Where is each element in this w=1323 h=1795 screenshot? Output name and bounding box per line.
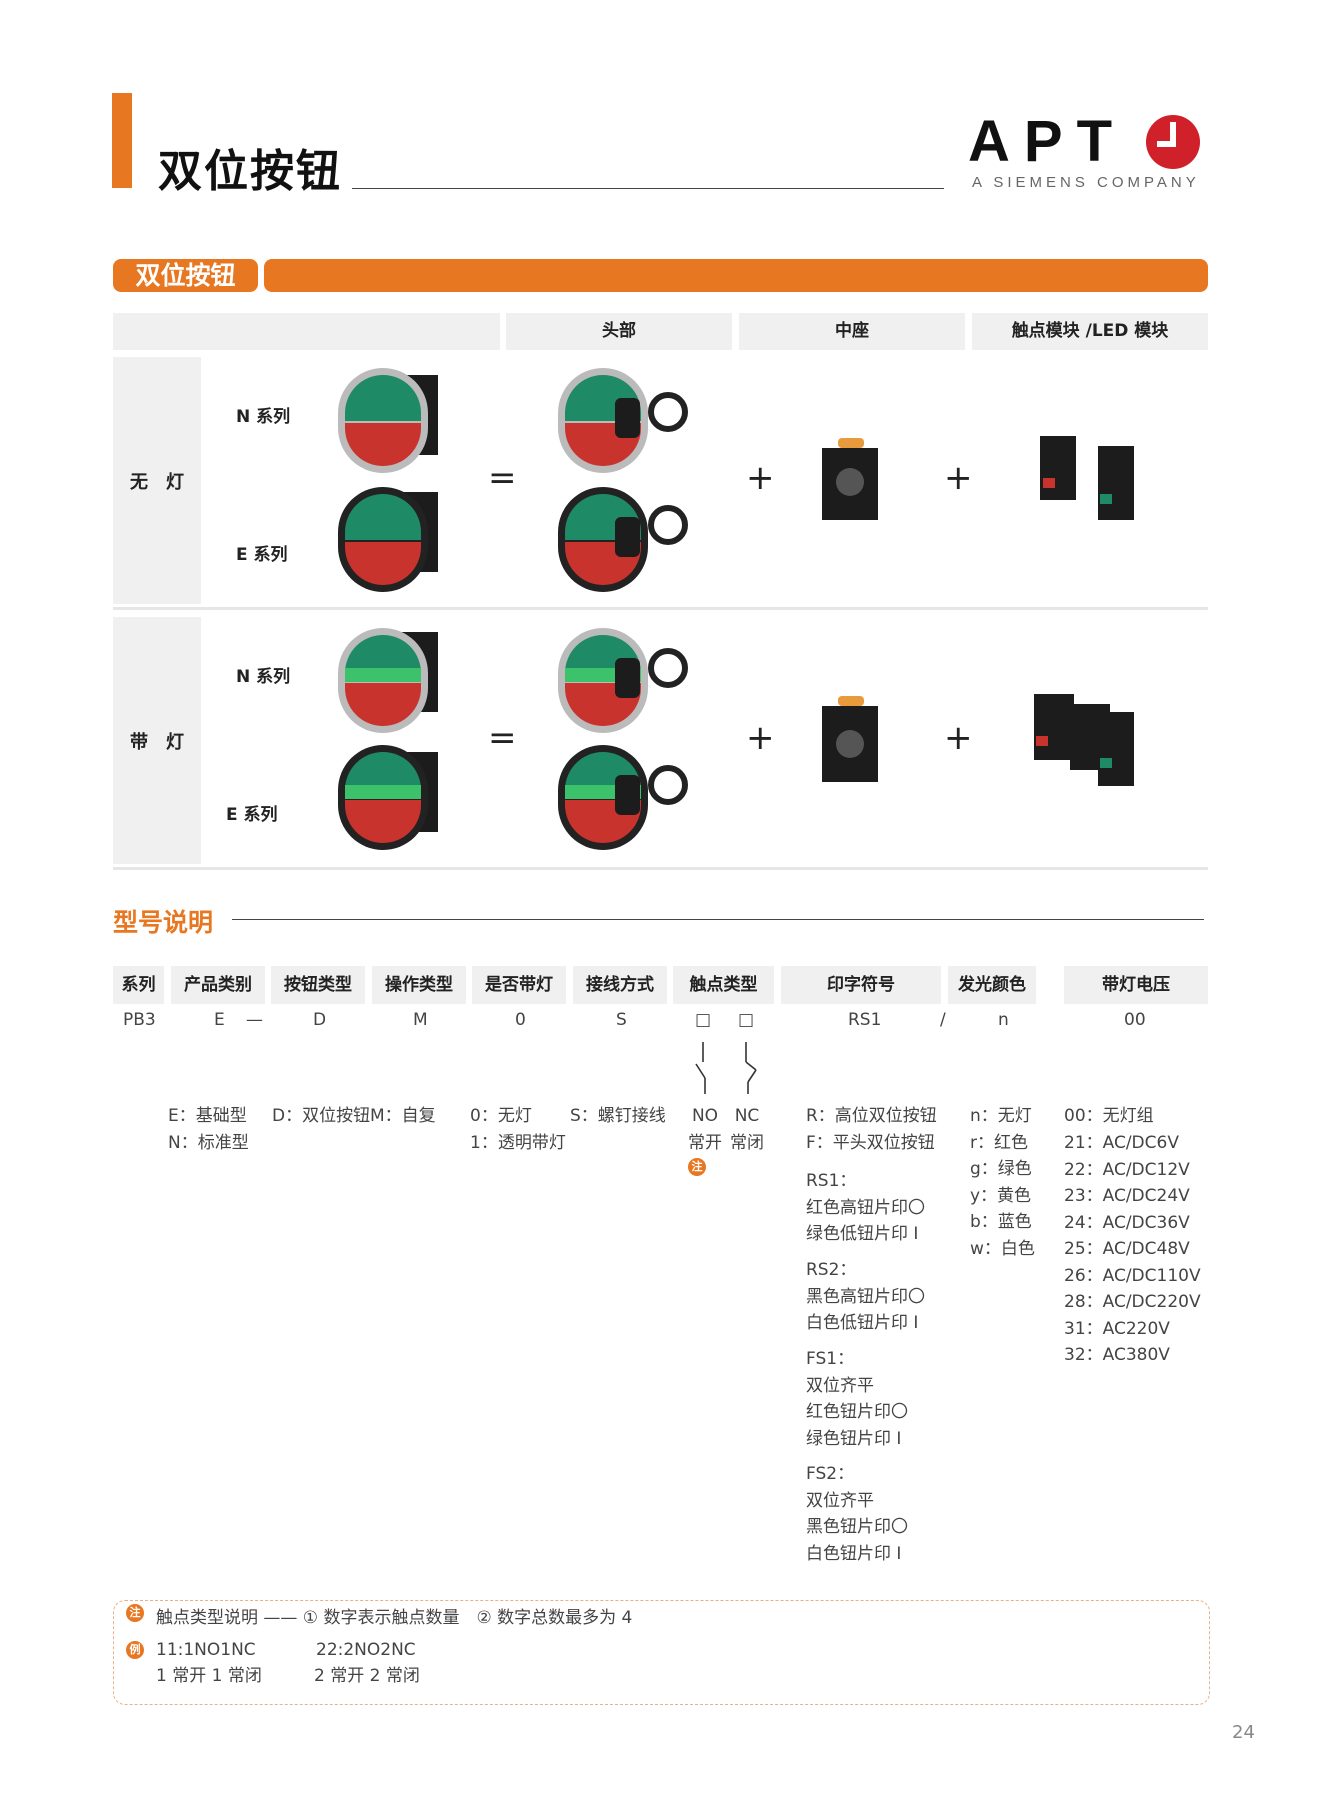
option-wiring: S：螺钉接线 bbox=[570, 1106, 666, 1126]
code-symbol: RS1 bbox=[848, 1010, 882, 1030]
series-label: N 系列 bbox=[236, 667, 291, 687]
example-code: 22:2NO2NC bbox=[316, 1640, 416, 1660]
model-header: 操作类型 bbox=[372, 966, 466, 1004]
option-voltage-list: 21：AC/DC6V 22：AC/DC12V 23：AC/DC24V 24：AC… bbox=[1064, 1133, 1201, 1365]
option-symbol-fs2: FS2： 双位齐平 黑色钮片印〇 白色钮片印 I bbox=[806, 1464, 908, 1564]
model-header: 是否带灯 bbox=[472, 966, 566, 1004]
code-contact-a: □ bbox=[695, 1010, 712, 1030]
equals-sign: = bbox=[488, 718, 517, 758]
code-lamp: 0 bbox=[515, 1010, 526, 1030]
note-badge-icon: 注 bbox=[688, 1158, 706, 1176]
plus-sign: + bbox=[944, 718, 973, 758]
code-series: PB3 bbox=[123, 1010, 156, 1030]
section-title: 双位按钮 bbox=[113, 259, 258, 292]
option-voltage-none: 00：无灯组 bbox=[1064, 1106, 1154, 1126]
model-section-title: 型号说明 bbox=[113, 908, 214, 937]
example-text: 1 常开 1 常闭 bbox=[156, 1666, 262, 1686]
column-header-empty bbox=[113, 313, 500, 350]
option-symbol-rs1: RS1： 红色高钮片印〇 绿色低钮片印 I bbox=[806, 1171, 925, 1244]
model-header: 产品类别 bbox=[171, 966, 265, 1004]
brand-logo: APT bbox=[968, 109, 1126, 174]
row-divider bbox=[113, 867, 1208, 870]
column-header-head: 头部 bbox=[506, 313, 732, 350]
column-header-contact: 触点模块 /LED 模块 bbox=[972, 313, 1208, 350]
code-color: n bbox=[998, 1010, 1009, 1030]
option-button: D：双位按钮 bbox=[272, 1106, 371, 1126]
column-header-base: 中座 bbox=[739, 313, 965, 350]
page-title: 双位按钮 bbox=[158, 146, 342, 197]
example-badge-icon: 例 bbox=[126, 1641, 144, 1659]
series-label: E 系列 bbox=[236, 545, 288, 565]
model-header: 带灯电压 bbox=[1064, 966, 1208, 1004]
series-label: N 系列 bbox=[236, 407, 291, 427]
row-label-lit: 带 灯 bbox=[113, 617, 201, 864]
model-header: 印字符号 bbox=[781, 966, 941, 1004]
option-category: E：基础型 N：标准型 bbox=[168, 1106, 249, 1153]
option-lamp: 0：无灯 1：透明带灯 bbox=[470, 1106, 566, 1153]
series-label: E 系列 bbox=[226, 805, 278, 825]
option-color: n：无灯 r：红色 g：绿色 y：黄色 b：蓝色 w：白色 bbox=[970, 1106, 1035, 1259]
code-slash: / bbox=[940, 1010, 946, 1030]
model-header: 触点类型 bbox=[673, 966, 774, 1004]
equals-sign: = bbox=[488, 458, 517, 498]
code-dash: — bbox=[246, 1010, 263, 1030]
plus-sign: + bbox=[746, 718, 775, 758]
model-title-underline bbox=[232, 919, 1204, 920]
note-badge-icon: 注 bbox=[126, 1604, 144, 1622]
model-header: 接线方式 bbox=[573, 966, 667, 1004]
title-underline bbox=[352, 188, 944, 189]
code-voltage: 00 bbox=[1124, 1010, 1146, 1030]
logo-mark-icon bbox=[1146, 115, 1200, 169]
code-contact-b: □ bbox=[738, 1010, 755, 1030]
section-bar bbox=[264, 259, 1208, 292]
example-code: 11:1NO1NC bbox=[156, 1640, 256, 1660]
plus-sign: + bbox=[746, 458, 775, 498]
option-contact-no: NO 常开 bbox=[688, 1106, 722, 1153]
plus-sign: + bbox=[944, 458, 973, 498]
model-header: 发光颜色 bbox=[948, 966, 1036, 1004]
code-category: E bbox=[214, 1010, 225, 1030]
model-header: 系列 bbox=[113, 966, 164, 1004]
title-accent-bar bbox=[112, 93, 132, 188]
option-symbol-fs1: FS1： 双位齐平 红色钮片印〇 绿色钮片印 I bbox=[806, 1349, 908, 1449]
note-text: 触点类型说明 —— ① 数字表示触点数量 ② 数字总数最多为 4 bbox=[156, 1608, 633, 1628]
page-number: 24 bbox=[1232, 1722, 1255, 1743]
option-operation: M：自复 bbox=[370, 1106, 436, 1126]
code-button: D bbox=[313, 1010, 327, 1030]
contact-symbols-icon bbox=[695, 1042, 757, 1094]
model-header: 按钮类型 bbox=[271, 966, 365, 1004]
row-divider bbox=[113, 607, 1208, 610]
example-text: 2 常开 2 常闭 bbox=[314, 1666, 420, 1686]
code-operation: M bbox=[413, 1010, 428, 1030]
option-contact-nc: NC 常闭 bbox=[730, 1106, 764, 1153]
brand-subtitle: A SIEMENS COMPANY bbox=[972, 174, 1200, 191]
option-symbol-rs2: RS2： 黑色高钮片印〇 白色低钮片印 I bbox=[806, 1260, 925, 1333]
note-box bbox=[113, 1600, 1210, 1705]
code-wiring: S bbox=[616, 1010, 627, 1030]
row-label-unlit: 无 灯 bbox=[113, 357, 201, 604]
option-symbol: R：高位双位按钮 F：平头双位按钮 bbox=[806, 1106, 937, 1153]
